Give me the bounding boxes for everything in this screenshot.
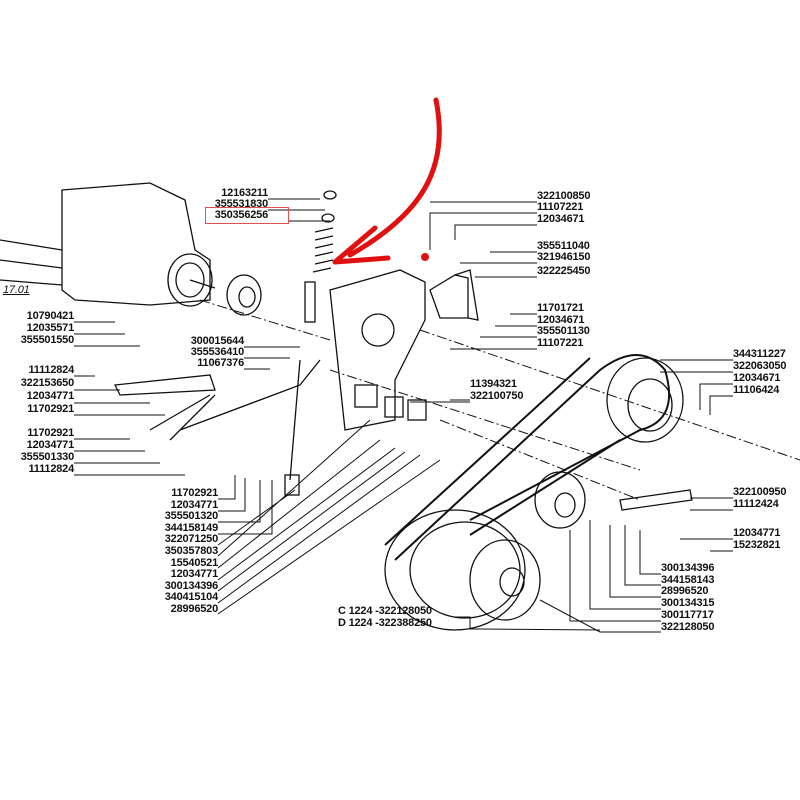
part-number-label: 12034671 <box>537 213 585 225</box>
part-number-label: 11067376 <box>197 357 244 369</box>
part-number-label: 28996520 <box>170 603 219 615</box>
part-number-label: 300015644 <box>190 335 244 347</box>
part-number-label: 322225450 <box>537 265 591 277</box>
part-number-label: 322071250 <box>164 533 218 545</box>
highlight-box <box>205 207 289 224</box>
part-number-label: 11702921 <box>171 487 218 499</box>
part-number-label: 355511040 <box>537 240 590 252</box>
mounting-plate <box>329 269 426 431</box>
part-number-label: 12034771 <box>733 527 781 539</box>
part-number-label: 350357803 <box>164 545 218 557</box>
part-number-label: 322063050 <box>733 360 787 372</box>
part-number-label: 12035571 <box>26 322 75 334</box>
part-number-label: 11394321 <box>470 378 517 390</box>
part-number-label: 10790421 <box>26 310 75 322</box>
part-number-label: 15232821 <box>733 539 781 551</box>
part-number-label: 350356256 <box>214 209 268 221</box>
part-number-label: 11702921 <box>27 403 74 415</box>
part-number-label: 12034671 <box>537 314 585 326</box>
part-number-label: 28996520 <box>661 585 709 597</box>
part-number-label: 322100950 <box>733 486 787 498</box>
part-number-label: 355501320 <box>164 510 218 522</box>
part-number-label: 15540521 <box>170 557 219 569</box>
part-number-label: 11107221 <box>537 337 584 349</box>
part-number-label: 355531830 <box>214 198 268 210</box>
part-number-label: 12034771 <box>170 568 219 580</box>
part-number-label: 321946150 <box>537 251 591 263</box>
part-number-label: 355501330 <box>20 451 74 463</box>
part-number-label: 11106424 <box>733 384 780 396</box>
part-number-label: 12163211 <box>221 187 268 199</box>
part-number-label: 300134315 <box>661 597 715 609</box>
part-number-label: 11702921 <box>27 427 74 439</box>
part-number-label: 322100750 <box>470 390 524 402</box>
lower-pulley <box>384 509 526 631</box>
part-number-label: 12034771 <box>170 499 219 511</box>
part-number-label: 11112824 <box>28 364 74 376</box>
part-number-label: 355501550 <box>20 334 74 346</box>
part-number-label: 12034771 <box>26 390 75 402</box>
part-number-label: C 1224 -322128050 <box>338 605 432 617</box>
tensioner-arm <box>619 489 693 511</box>
part-number-label: 300134396 <box>661 562 715 574</box>
part-number-label: 300117717 <box>661 609 714 621</box>
part-number-label: 344158149 <box>164 522 218 534</box>
bracket <box>429 274 469 319</box>
reference-label: 17.01 <box>3 284 30 296</box>
part-number-label: 322128050 <box>661 621 715 633</box>
part-number-label: 12034671 <box>733 372 781 384</box>
part-number-label: 340415104 <box>164 591 218 603</box>
part-number-label: 322153650 <box>20 377 74 389</box>
part-number-label: 12034771 <box>26 439 75 451</box>
belt <box>394 354 671 561</box>
part-number-label: 11107221 <box>537 201 584 213</box>
spring <box>312 227 334 273</box>
part-number-label: 11112424 <box>733 498 779 510</box>
part-number-label: 344158143 <box>661 574 715 586</box>
part-number-label: 11112824 <box>28 463 74 475</box>
part-number-label: 355536410 <box>190 346 244 358</box>
part-number-label: 355501130 <box>537 325 590 337</box>
red-arrow-icon <box>332 97 442 265</box>
pin <box>304 281 316 323</box>
part-number-label: D 1224 -322388250 <box>338 617 432 629</box>
upper-pulley <box>606 357 684 443</box>
part-number-label: 11701721 <box>537 302 584 314</box>
part-number-label: 344311227 <box>733 348 786 360</box>
part-number-label: 322100850 <box>537 190 591 202</box>
idler-pulley <box>534 471 586 529</box>
engine-block <box>61 182 211 306</box>
engine-flange <box>167 253 213 307</box>
lever <box>113 374 216 396</box>
coupling-hub <box>226 274 262 316</box>
part-number-label: 300134396 <box>164 580 218 592</box>
